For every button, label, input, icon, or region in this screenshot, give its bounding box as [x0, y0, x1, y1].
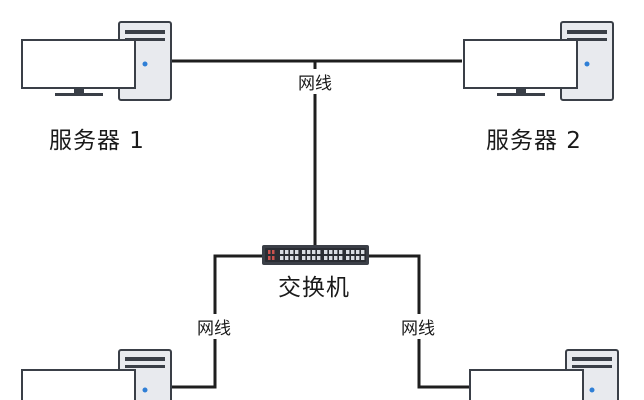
switch-port: [307, 250, 311, 254]
switch-port: [302, 256, 306, 260]
cable-label-top: 网线: [296, 69, 334, 94]
switch-label: 交换机: [278, 275, 350, 301]
switch-port: [295, 256, 299, 260]
drive-bay: [125, 30, 165, 34]
monitor-neck: [74, 88, 84, 93]
switch-port: [334, 256, 338, 260]
switch-port: [285, 250, 289, 254]
network-switch-device: [262, 245, 369, 265]
drive-bay: [572, 357, 612, 361]
server-2-computer: [463, 21, 614, 101]
switch-port: [312, 256, 316, 260]
switch-port: [280, 250, 284, 254]
drive-bay: [125, 38, 165, 41]
switch-port: [351, 250, 355, 254]
switch-port: [361, 256, 365, 260]
switch-port: [329, 256, 333, 260]
switch-port: [307, 256, 311, 260]
drive-bay: [567, 30, 607, 34]
cable-label-right: 网线: [399, 314, 437, 339]
client-right-computer: [469, 349, 619, 400]
switch-port: [346, 250, 350, 254]
power-led: [589, 387, 595, 393]
power-led: [142, 387, 148, 393]
switch-port: [339, 250, 343, 254]
server-1-label: 服务器 1: [49, 128, 145, 154]
switch-port: [317, 250, 321, 254]
switch-port: [356, 250, 360, 254]
drive-bay: [572, 365, 612, 368]
switch-port: [285, 256, 289, 260]
switch-status-light: [272, 256, 275, 260]
drive-bay: [567, 38, 607, 41]
switch-port: [346, 256, 350, 260]
drive-bay: [125, 365, 165, 368]
switch-port: [280, 256, 284, 260]
switch-status-light: [272, 250, 275, 254]
monitor-screen: [21, 39, 136, 89]
power-led: [584, 61, 590, 67]
switch-ports: [268, 250, 365, 260]
drive-bay: [125, 357, 165, 361]
power-led: [142, 61, 148, 67]
switch-port: [361, 250, 365, 254]
monitor-base: [497, 93, 545, 96]
server-2-label: 服务器 2: [486, 128, 582, 154]
switch-status-light: [268, 250, 271, 254]
switch-port: [290, 256, 294, 260]
monitor-neck: [516, 88, 526, 93]
switch-port: [295, 250, 299, 254]
switch-port: [290, 250, 294, 254]
monitor-screen: [21, 369, 136, 400]
switch-port: [351, 256, 355, 260]
switch-port: [317, 256, 321, 260]
switch-port: [339, 256, 343, 260]
switch-port: [334, 250, 338, 254]
monitor-screen: [463, 39, 578, 89]
cable-label-left: 网线: [195, 314, 233, 339]
switch-port: [329, 250, 333, 254]
switch-port: [356, 256, 360, 260]
switch-port: [324, 256, 328, 260]
switch-port: [312, 250, 316, 254]
client-left-computer: [21, 349, 172, 400]
switch-status-light: [268, 256, 271, 260]
switch-port: [324, 250, 328, 254]
server-1-computer: [21, 21, 172, 101]
monitor-base: [55, 93, 103, 96]
monitor-screen: [469, 369, 584, 400]
switch-port: [302, 250, 306, 254]
